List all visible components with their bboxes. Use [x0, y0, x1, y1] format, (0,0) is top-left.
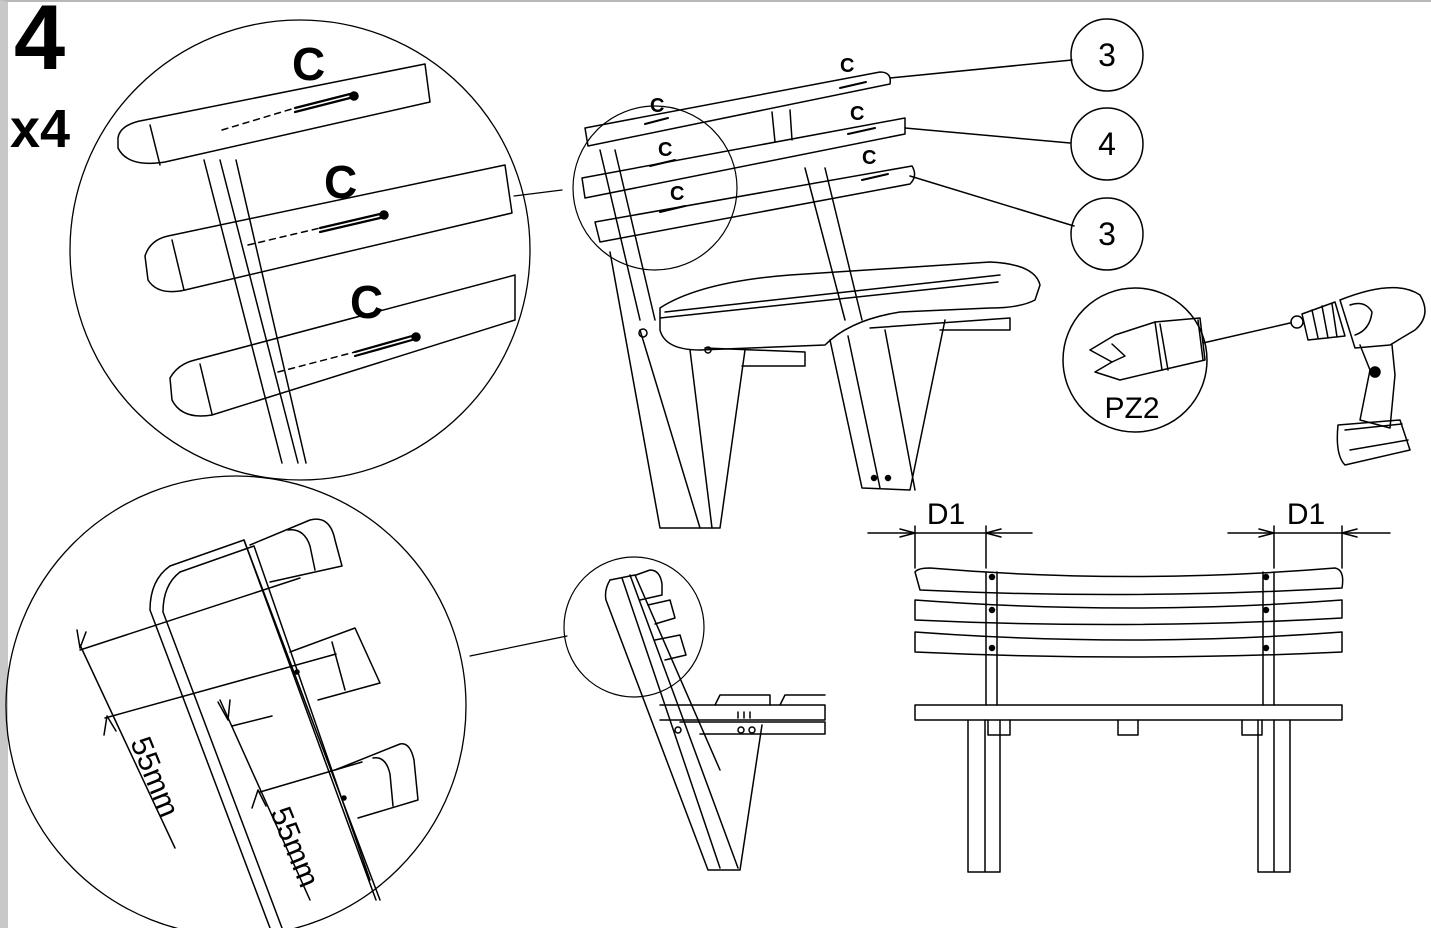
screw-icon	[277, 332, 421, 373]
screw-label: C	[658, 139, 672, 161]
cordless-drill-icon	[1290, 286, 1426, 466]
part-callout-3b: 3	[1070, 197, 1144, 271]
offset-dimension-label: D1	[927, 498, 965, 531]
bench-isometric-view: C C C C C C	[572, 55, 1041, 529]
step-quantity: x4	[10, 99, 71, 159]
part-callout-4: 4	[1070, 107, 1144, 181]
screw-label: C	[350, 276, 383, 328]
spacing-dimension-label: 55mm	[264, 802, 326, 892]
detail-circle-screws: C C C	[69, 19, 563, 481]
screwdriver-bit-icon: PZ2	[1062, 287, 1208, 433]
offset-dimension-label: D1	[1287, 498, 1325, 531]
screw-label: C	[292, 38, 325, 90]
part-callout-3: 3	[1070, 18, 1144, 92]
screw-label: C	[650, 95, 664, 117]
step-number: 4	[14, 0, 66, 89]
callout-leaders	[889, 59, 1075, 227]
svg-text:3: 3	[1098, 216, 1116, 252]
screw-label: C	[840, 55, 854, 77]
svg-text:3: 3	[1098, 37, 1116, 73]
bench-front-view: D1 D1	[867, 498, 1391, 873]
screw-icon	[247, 210, 389, 246]
screw-icon	[221, 91, 359, 131]
bench-side-view	[563, 556, 826, 871]
screw-label: C	[850, 103, 864, 125]
svg-text:4: 4	[1098, 126, 1116, 162]
screw-label: C	[862, 147, 876, 169]
screw-label: C	[324, 156, 357, 208]
spacing-dimension-label: 55mm	[124, 732, 186, 822]
bit-label: PZ2	[1104, 392, 1159, 425]
detail-circle-spacing: 55mm 55mm	[5, 475, 568, 928]
screw-label: C	[670, 183, 684, 205]
